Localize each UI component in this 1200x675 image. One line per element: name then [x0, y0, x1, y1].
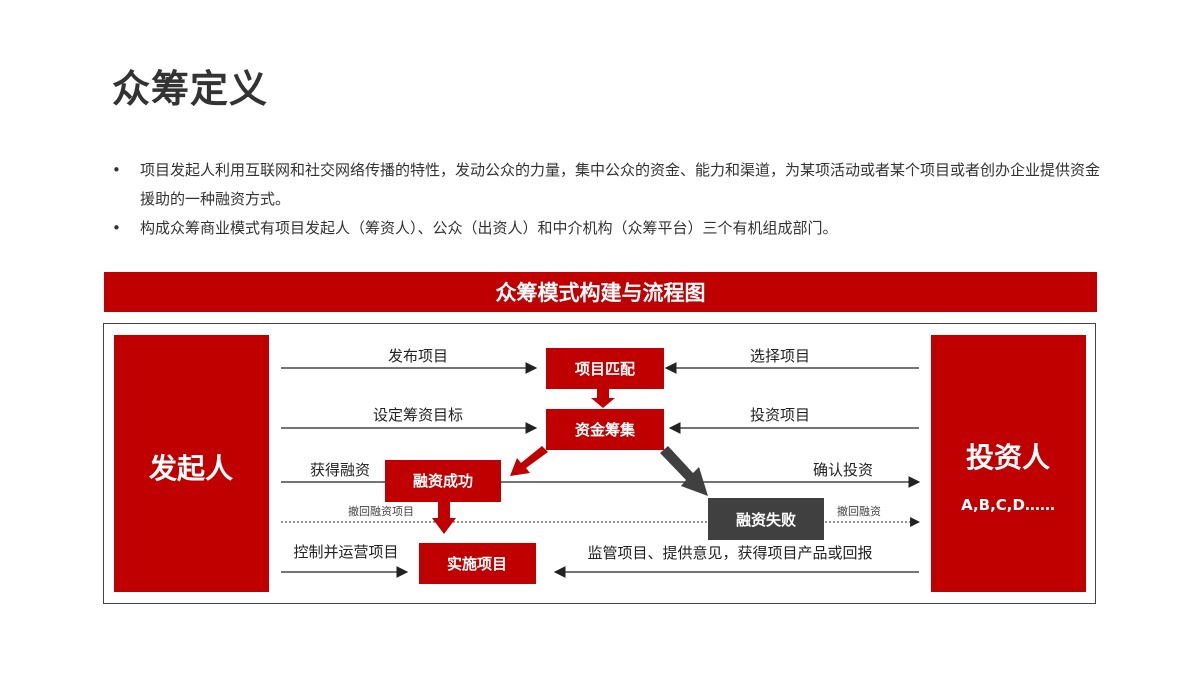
bullet-dot: • [112, 219, 121, 237]
edge-label-withdraw-project: 撤回融资项目 [348, 504, 414, 518]
edge-label-control: 控制并运营项目 [293, 543, 398, 561]
bullet-item: • 项目发起人利用互联网和社交网络传播的特性，发动公众的力量，集中公众的资金、能… [112, 156, 1102, 214]
page-title: 众筹定义 [112, 67, 269, 111]
edge-label-select: 选择项目 [750, 347, 810, 365]
arrow-raise-to-success [510, 446, 548, 476]
bullet-item: • 构成众筹商业模式有项目发起人（筹资人）、公众（出资人）和中介机构（众筹平台）… [112, 214, 1102, 243]
initiator-label: 发起人 [148, 452, 233, 485]
node-raise-label: 资金筹集 [575, 421, 636, 439]
edge-label-publish: 发布项目 [388, 347, 448, 365]
arrow-success-to-implement [432, 502, 456, 534]
investor-label: 投资人 [966, 441, 1050, 474]
edge-label-get-finance: 获得融资 [310, 461, 370, 479]
bullet-text: 项目发起人利用互联网和社交网络传播的特性，发动公众的力量，集中公众的资金、能力和… [140, 161, 1101, 208]
diagram-frame [103, 323, 1096, 604]
edge-label-invest: 投资项目 [750, 406, 810, 424]
edge-label-withdraw-finance: 撤回融资 [837, 504, 881, 518]
bullet-text: 构成众筹商业模式有项目发起人（筹资人）、公众（出资人）和中介机构（众筹平台）三个… [140, 219, 838, 237]
bullet-dot: • [112, 161, 121, 179]
node-implement-label: 实施项目 [447, 555, 507, 573]
investor-sub-label: A,B,C,D…… [961, 496, 1055, 514]
node-fail-label: 融资失败 [736, 511, 796, 529]
node-success [385, 460, 501, 502]
node-implement [419, 543, 536, 584]
bullet-list: • 项目发起人利用互联网和社交网络传播的特性，发动公众的力量，集中公众的资金、能… [112, 156, 1102, 243]
initiator-block [114, 335, 269, 592]
node-match-label: 项目匹配 [575, 360, 635, 378]
edge-label-confirm: 确认投资 [813, 461, 873, 479]
investor-block [931, 335, 1086, 592]
diagram-banner: 众筹模式构建与流程图 [104, 272, 1097, 312]
arrow-match-to-raise [591, 389, 615, 408]
node-raise [546, 409, 664, 450]
node-match [546, 348, 664, 389]
node-fail [708, 498, 824, 540]
arrow-raise-to-fail [660, 446, 708, 496]
edge-label-supervise: 监管项目、提供意见，获得项目产品或回报 [587, 544, 872, 562]
edge-label-set-target: 设定筹资目标 [373, 406, 463, 424]
node-success-label: 融资成功 [413, 472, 473, 490]
